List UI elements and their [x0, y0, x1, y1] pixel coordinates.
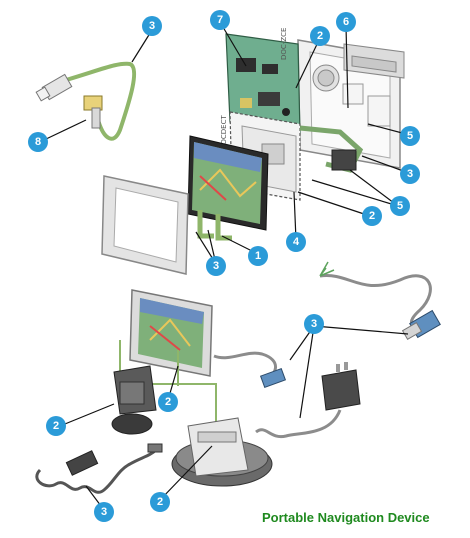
callout-3-ribbon: 3 [400, 164, 420, 184]
svg-text:2: 2 [165, 396, 171, 408]
navigation-device [129, 289, 213, 377]
callout-2-board: 2 [310, 26, 330, 46]
callout-6: 6 [336, 12, 356, 32]
svg-text:3: 3 [101, 506, 107, 518]
diagram-caption: Portable Navigation Device [262, 510, 430, 525]
svg-text:6: 6 [343, 16, 349, 28]
callout-2-cradle: 2 [150, 492, 170, 512]
callout-7: 7 [210, 10, 230, 30]
callout-1: 1 [248, 246, 268, 266]
callout-3-charger: 3 [94, 502, 114, 522]
windshield-mount [111, 365, 157, 435]
svg-text:1: 1 [255, 250, 261, 262]
metal-bracket [343, 43, 405, 79]
lcd-display [187, 135, 269, 231]
svg-text:2: 2 [317, 30, 323, 42]
callout-2-mount-mid: 2 [158, 392, 178, 412]
main-circuit-board: DOC-ZCE [225, 28, 301, 135]
svg-text:3: 3 [407, 168, 413, 180]
board-label-lower: DOCDECT [220, 115, 228, 150]
svg-text:5: 5 [397, 200, 403, 212]
svg-text:2: 2 [53, 420, 59, 432]
svg-text:2: 2 [369, 210, 375, 222]
svg-text:3: 3 [311, 318, 317, 330]
callout-5-shield: 5 [390, 196, 410, 216]
callout-2-mount-left: 2 [46, 416, 66, 436]
right-angle-connector-icon [83, 95, 103, 129]
front-bezel [101, 175, 189, 275]
car-charger-cable [35, 443, 163, 494]
board-label-upper: DOC-ZCE [280, 28, 288, 60]
gps-antenna-cable [35, 61, 137, 141]
callout-3-cables: 3 [304, 314, 324, 334]
desktop-cradle [171, 417, 273, 487]
callout-3-antenna: 3 [142, 16, 162, 36]
svg-text:2: 2 [157, 496, 163, 508]
svg-text:4: 4 [293, 236, 300, 248]
svg-text:3: 3 [213, 260, 219, 272]
usb-data-cable [213, 351, 287, 389]
usb-plug-icon [401, 309, 441, 341]
svg-text:5: 5 [407, 130, 413, 142]
ac-adapter [255, 362, 361, 439]
callout-5-housing: 5 [400, 126, 420, 146]
callout-4: 4 [286, 232, 306, 252]
svg-text:3: 3 [149, 20, 155, 32]
callout-2-lower: 2 [362, 206, 382, 226]
svg-text:8: 8 [35, 136, 41, 148]
callout-8: 8 [28, 132, 48, 152]
usb-cable [319, 261, 441, 341]
antenna-connector-icon [35, 73, 73, 102]
callout-3-flex: 3 [206, 256, 226, 276]
svg-text:7: 7 [217, 14, 223, 26]
flex-ribbon [299, 125, 364, 173]
